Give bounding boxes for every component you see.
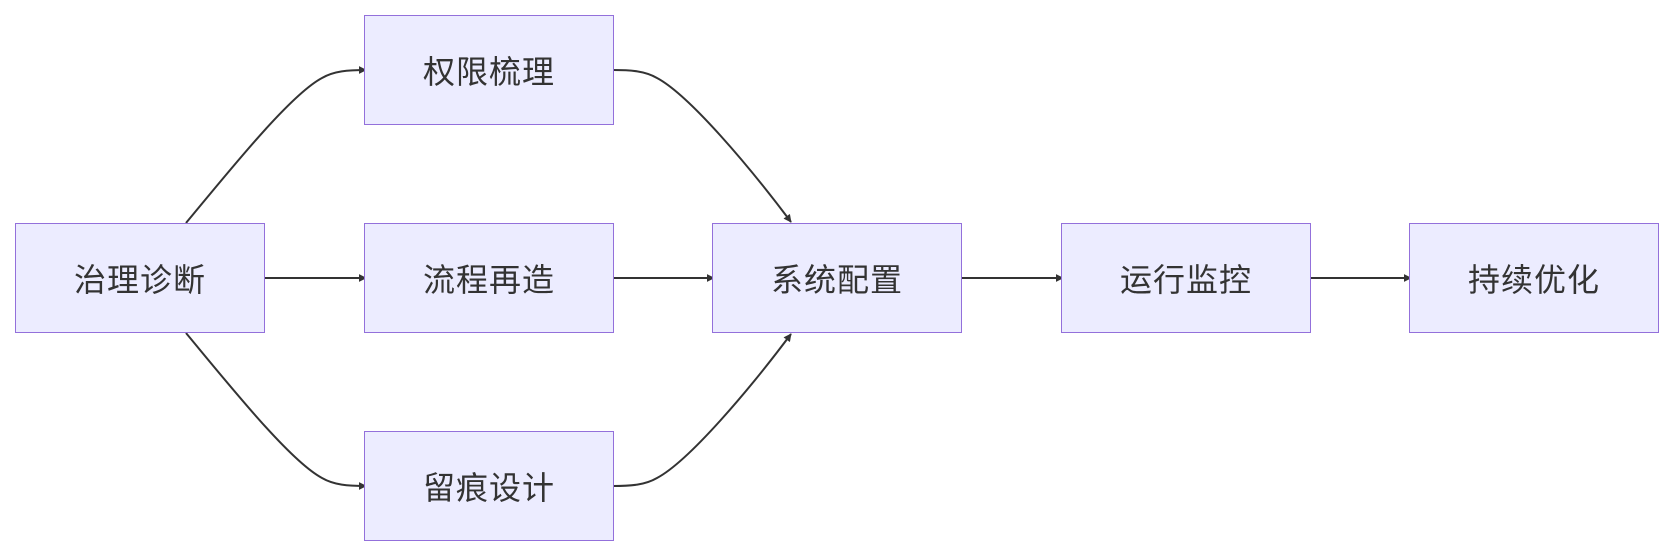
node-permissions: 权限梳理 xyxy=(364,15,614,125)
node-diagnose-label: 治理诊断 xyxy=(73,261,206,299)
node-permissions-label: 权限梳理 xyxy=(422,53,555,91)
node-monitor: 运行监控 xyxy=(1061,223,1311,333)
node-config-label: 系统配置 xyxy=(770,261,903,299)
edge-permissions-to-config xyxy=(612,69,792,223)
node-optimize: 持续优化 xyxy=(1409,223,1659,333)
node-process: 流程再造 xyxy=(364,223,614,333)
node-trace: 留痕设计 xyxy=(364,431,614,541)
edge-diagnose-to-permissions xyxy=(185,66,367,224)
node-diagnose: 治理诊断 xyxy=(15,223,265,333)
node-monitor-label: 运行监控 xyxy=(1119,261,1252,299)
node-optimize-label: 持续优化 xyxy=(1467,261,1600,299)
node-trace-label: 留痕设计 xyxy=(422,469,555,507)
node-process-label: 流程再造 xyxy=(422,261,555,299)
edge-trace-to-config xyxy=(612,333,792,487)
edge-diagnose-to-trace xyxy=(185,332,367,490)
node-config: 系统配置 xyxy=(712,223,962,333)
